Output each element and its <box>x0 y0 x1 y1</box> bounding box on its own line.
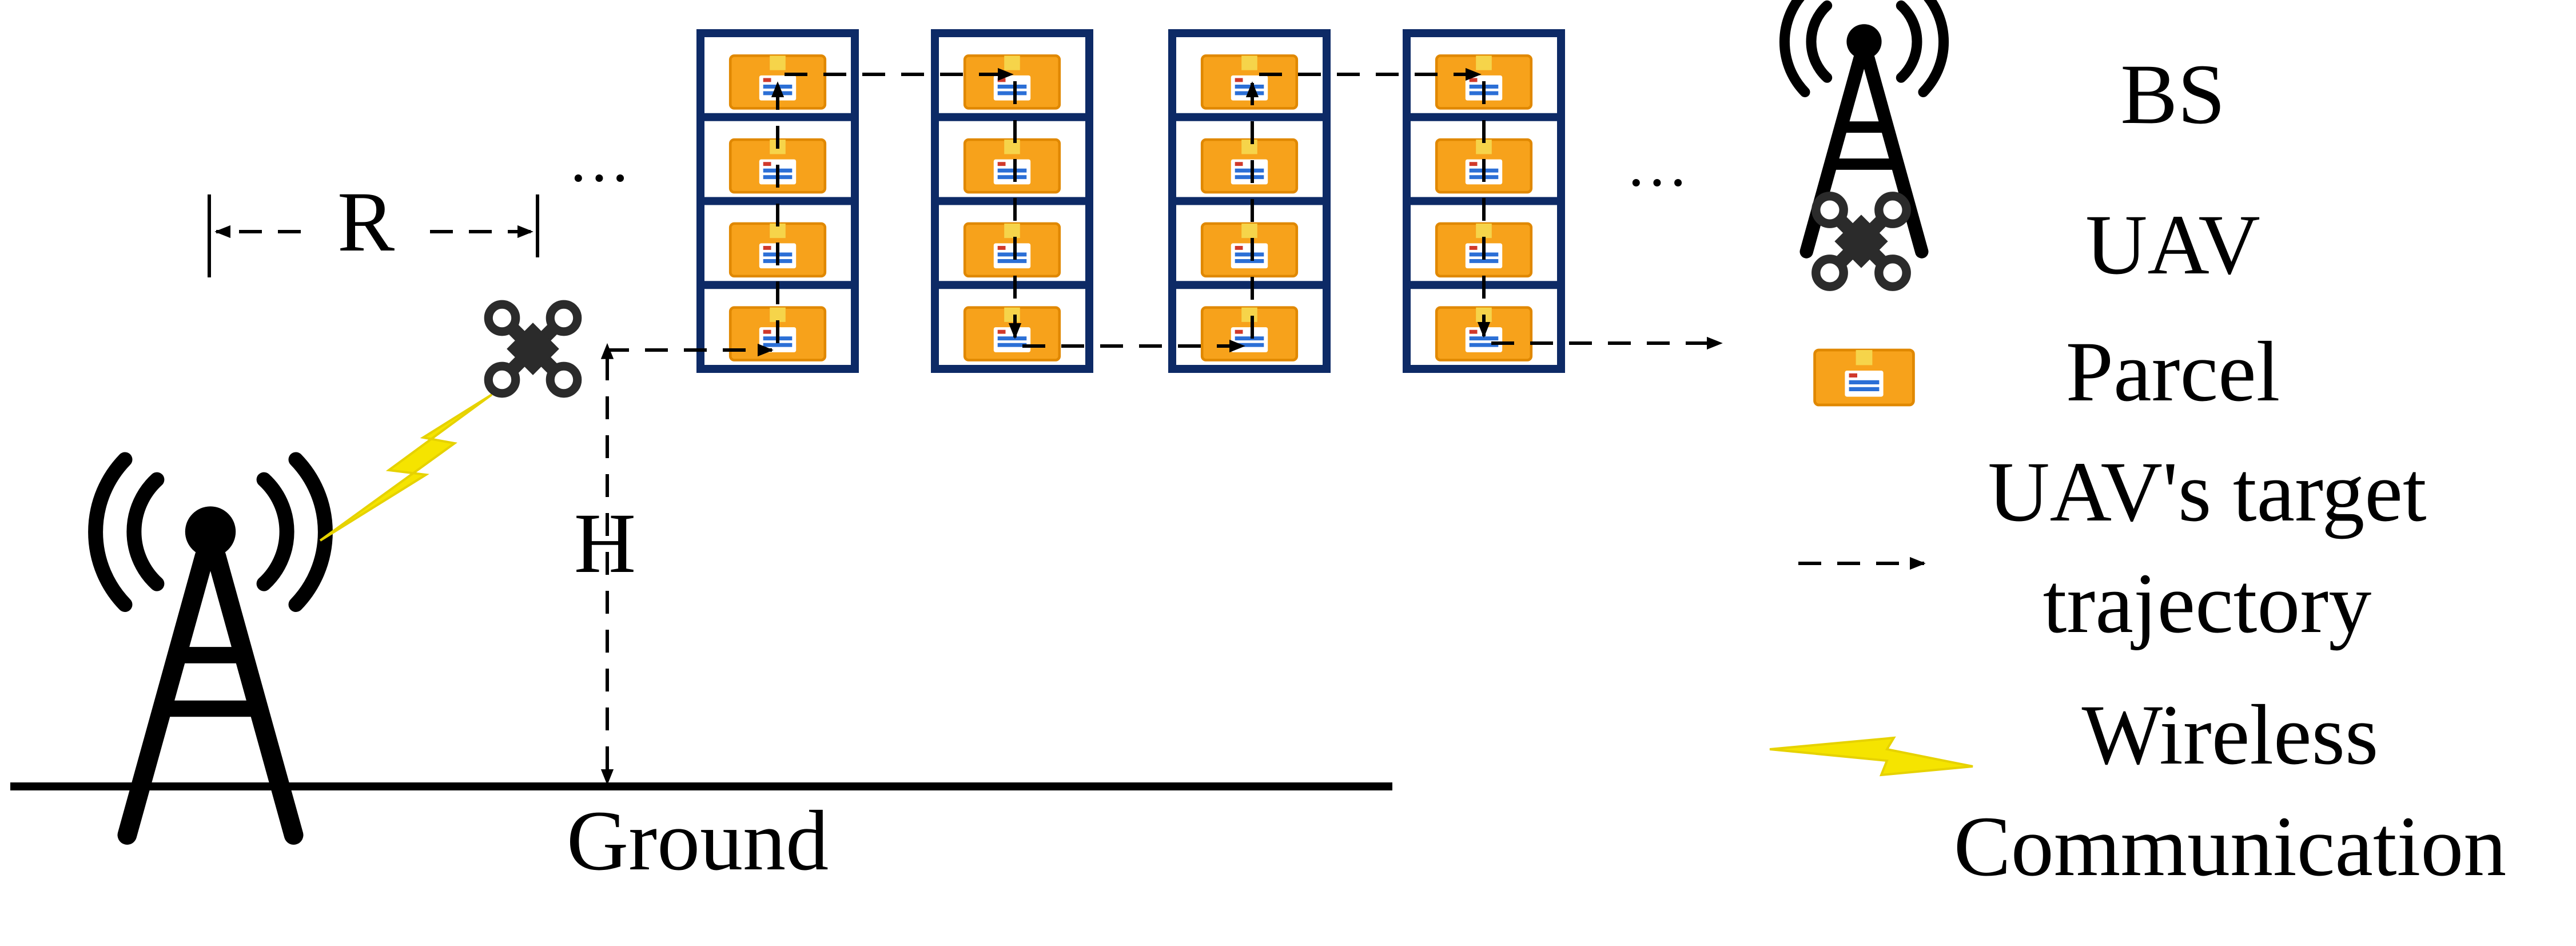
ellipsis-left: ··· <box>568 143 631 213</box>
parcel-icon <box>965 224 1060 276</box>
legend-wireless-icon <box>1769 736 1973 777</box>
uav-icon <box>488 304 578 393</box>
parcel-icon <box>1202 140 1297 192</box>
height-label: H <box>574 496 636 591</box>
parcel-icon <box>965 140 1060 192</box>
legend: BS UAV Parcel UAV's target trajectory Wi… <box>1769 0 2507 894</box>
base-station-icon <box>95 460 325 836</box>
legend-bs-label: BS <box>2120 47 2225 142</box>
legend-parcel-label: Parcel <box>2066 324 2280 419</box>
parcel-icon <box>1202 308 1297 360</box>
range-dimension <box>208 194 539 277</box>
legend-uav-icon <box>1816 196 1906 287</box>
legend-parcel-icon <box>1815 350 1914 405</box>
ellipsis-right: ··· <box>1626 148 1689 217</box>
legend-wireless-label-1: Wireless <box>2082 687 2379 782</box>
parcel-icon <box>1202 55 1297 108</box>
shelf-rack-3 <box>1168 29 1331 373</box>
legend-trajectory-label-2: trajectory <box>2043 556 2372 651</box>
legend-trajectory-label-1: UAV's target <box>1988 444 2426 539</box>
parcel-icon <box>965 308 1060 360</box>
shelf-rack-2 <box>931 29 1093 373</box>
range-label: R <box>337 174 395 269</box>
shelf-rack-1 <box>696 29 859 373</box>
wireless-bolt-icon <box>319 393 493 542</box>
legend-base-station-icon <box>1785 0 1944 252</box>
parcel-icon <box>965 55 1060 108</box>
shelf-rack-group <box>696 29 1565 373</box>
legend-uav-label: UAV <box>2085 197 2260 292</box>
ground-label: Ground <box>567 793 829 888</box>
target-trajectory <box>606 67 1723 357</box>
legend-wireless-label-2: Communication <box>1954 799 2507 894</box>
parcel-icon <box>1202 224 1297 276</box>
